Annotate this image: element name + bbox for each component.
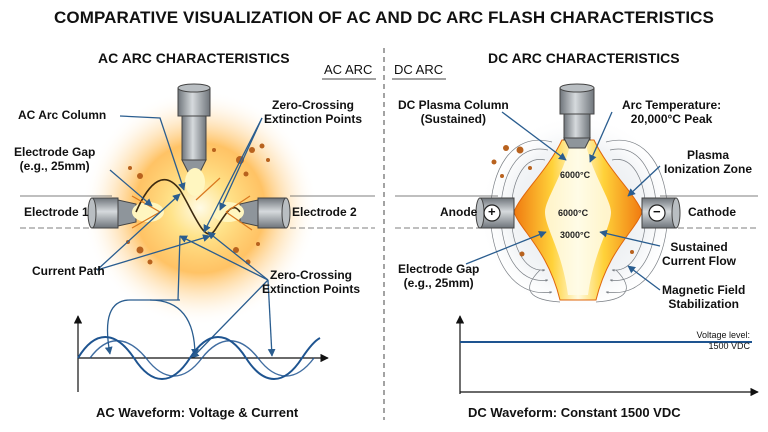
ac-left-electrode <box>87 197 137 229</box>
ac-arc-glow <box>82 90 318 326</box>
ac-heading: AC ARC CHARACTERISTICS <box>98 50 290 66</box>
ac-top-electrode <box>177 83 211 173</box>
dc-waveform-caption: DC Waveform: Constant 1500 VDC <box>468 405 681 420</box>
ac-label-current-path: Current Path <box>32 264 105 278</box>
dc-anode-electrode <box>475 197 515 229</box>
dc-label-arc-temperature: Arc Temperature: 20,000°C Peak <box>622 98 722 126</box>
dc-temp-lower: 3000°C <box>560 230 591 240</box>
ac-label-arc-column: AC Arc Column <box>18 108 107 122</box>
ac-current-wave <box>89 340 315 377</box>
dc-voltage-note: Voltage level: 1500 VDC <box>696 330 750 351</box>
ac-voltage-wave <box>77 336 321 380</box>
ac-label-zero-crossing-bottom: Zero-Crossing Extinction Points <box>262 268 361 296</box>
ac-right-electrode <box>239 197 291 229</box>
dc-label-anode: Anode <box>440 205 478 219</box>
dc-leader-arrows <box>465 111 661 291</box>
ac-waveform <box>73 315 329 392</box>
ac-leader-arrows <box>96 115 276 359</box>
ac-label-electrode-1: Electrode 1 <box>24 205 89 219</box>
page-title: COMPARATIVE VISUALIZATION OF AC AND DC A… <box>54 8 714 27</box>
dc-waveform <box>455 315 759 397</box>
ac-label-zero-crossing-top: Zero-Crossing Extinction Points <box>264 98 363 126</box>
dc-sparks <box>491 145 634 257</box>
dc-arc-illustration <box>395 83 759 397</box>
dc-cathode-minus-icon: − <box>653 204 661 219</box>
dc-cathode-electrode <box>641 197 681 229</box>
ac-arc-illustration <box>20 83 375 392</box>
ac-label-electrode-2: Electrode 2 <box>292 205 357 219</box>
dc-label-magnetic-field: Magnetic Field Stabilization <box>662 283 746 311</box>
dc-label-sustained-flow: Sustained Current Flow <box>662 240 736 268</box>
ac-waveform-caption: AC Waveform: Voltage & Current <box>96 405 299 420</box>
dc-top-electrode <box>559 83 595 149</box>
dc-label-plasma-ionization: Plasma Ionization Zone <box>664 148 752 176</box>
dc-label-electrode-gap: Electrode Gap (e.g., 25mm) <box>398 262 480 290</box>
dc-anode-plus-icon: + <box>488 204 496 219</box>
dc-tag: DC ARC <box>394 62 444 77</box>
dc-temp-center: 6000°C <box>558 208 589 218</box>
dc-heading: DC ARC CHARACTERISTICS <box>488 50 680 66</box>
ac-label-electrode-gap: Electrode Gap (e.g., 25mm) <box>14 145 96 173</box>
ac-arc-path <box>135 178 241 235</box>
dc-temp-upper: 6000°C <box>560 170 591 180</box>
dc-label-plasma-column: DC Plasma Column (Sustained) <box>398 98 509 126</box>
ac-tag: AC ARC <box>324 62 373 77</box>
dc-label-cathode: Cathode <box>688 205 736 219</box>
